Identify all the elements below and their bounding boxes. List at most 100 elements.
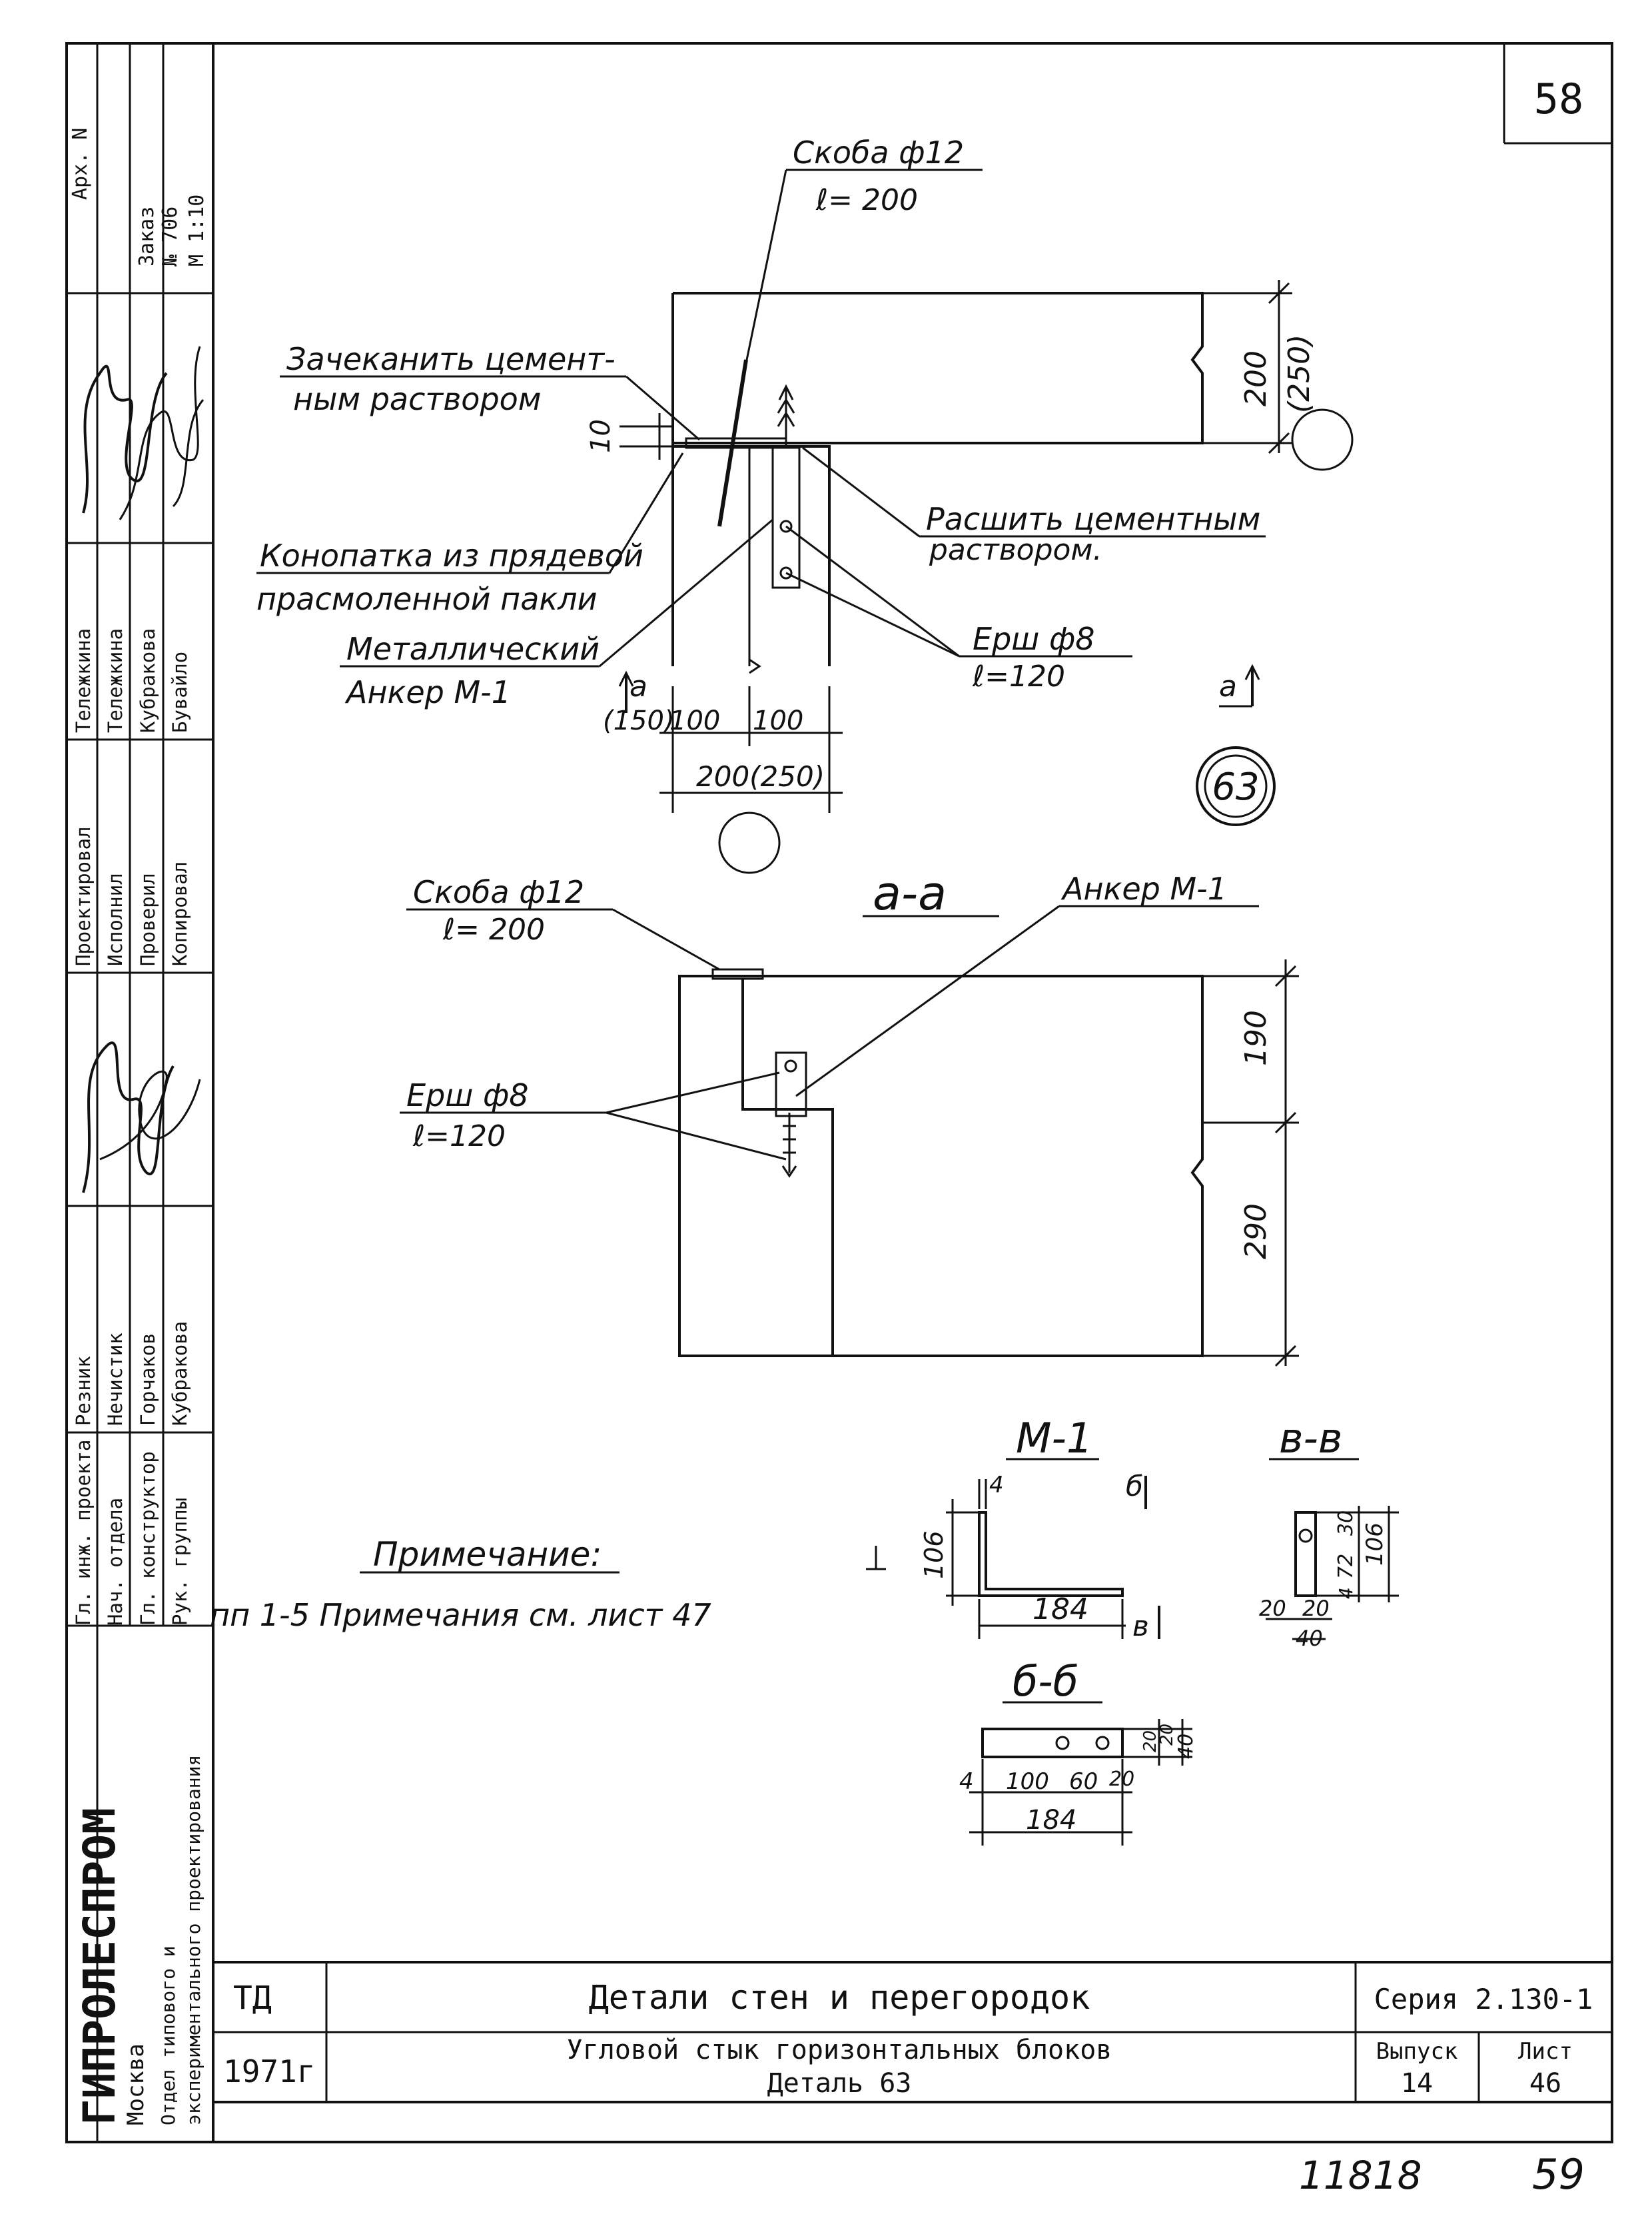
section-vv-drawing: в-в 30 72 4 106 20 20 40 <box>1259 1414 1399 1651</box>
dim-total: 200(250) <box>696 760 825 793</box>
anchor-m1-drawing: М-1 106 4 184 б в <box>866 1414 1160 1642</box>
section-bb-bottom-4: 20 <box>1109 1768 1134 1791</box>
anchor-section-v-mark: в <box>1132 1610 1149 1642</box>
page-number-bottom: 59 <box>1532 2150 1585 2199</box>
role-executed: Исполнил <box>104 873 127 966</box>
joint-label-line1: Расшить цементным <box>926 501 1260 537</box>
ruff-label: Ерш ф8 <box>973 621 1095 657</box>
order-number: № 706 <box>159 207 182 267</box>
section-bb-right-1: 20 <box>1140 1730 1160 1752</box>
detail-callout-number: 63 <box>1212 766 1259 809</box>
title-block-year: 1971г <box>223 2053 315 2089</box>
section-vv-dim-2: 72 <box>1334 1554 1358 1579</box>
title-block-issue-label: Выпуск <box>1376 2038 1458 2065</box>
tow-label-line2: прасмоленной пакли <box>256 581 597 617</box>
signatures-lower <box>82 1041 201 1193</box>
title-block-code: ТД <box>233 1979 272 2017</box>
height-dimension: 200 <box>1239 350 1273 406</box>
title-block-issue-value: 14 <box>1401 2068 1433 2099</box>
anchor-m1-length: 184 <box>1032 1592 1088 1626</box>
caulk-label-line1: Зачеканить цемент- <box>286 341 616 377</box>
name-chief-engineer: Резник <box>72 1356 95 1426</box>
detail-callout-circle <box>1196 746 1276 826</box>
organisation-block: ГИПРОЛЕСПРОМ Москва Отдел типового и экс… <box>74 1755 205 2125</box>
section-vv-dim-3: 4 <box>1335 1587 1357 1599</box>
title-block-series: Серия 2.130-1 <box>1374 1983 1593 2015</box>
section-vv-bottom-total: 40 <box>1296 1626 1323 1651</box>
section-aa-drawing: а-а 190 290 <box>678 866 1299 1367</box>
role-copied: Копировал <box>169 861 191 966</box>
name-copied: Бувайло <box>169 652 191 733</box>
names-lower: Резник Нечистик Горчаков Кубракова <box>72 1321 191 1426</box>
top-view-labels: Скоба ф12 ℓ= 200 Зачеканить цемент- ным … <box>256 135 1260 710</box>
tow-label-line1: Конопатка из прядевой <box>260 538 643 574</box>
role-group-head: Рук. группы <box>169 1498 191 1626</box>
section-vv-dim-4: 106 <box>1362 1522 1388 1566</box>
section-aa-title: а-а <box>873 866 947 921</box>
name-checked: Кубракова <box>137 628 159 733</box>
archive-number: 11818 <box>1299 2153 1422 2198</box>
name-head-dept: Нечистик <box>104 1333 127 1426</box>
name-group-head: Кубракова <box>169 1321 191 1426</box>
archive-number-label: Арх. N <box>69 128 92 200</box>
section-vv-bottom-2: 20 <box>1302 1596 1330 1621</box>
org-dept-line2: экспериментального проектирования <box>183 1755 205 2125</box>
order-label: Заказ <box>135 207 159 267</box>
caulk-label-line2: ным раствором <box>293 381 542 417</box>
org-city: Москва <box>123 2043 149 2125</box>
section-bb-bottom-1: 4 <box>959 1768 974 1795</box>
dim-segment-2: 100 <box>753 706 803 736</box>
top-view-leaders <box>256 169 1266 668</box>
section-dim-upper: 190 <box>1239 1010 1273 1066</box>
names-upper: Тележкина Тележкина Кубракова Бувайло <box>72 628 191 733</box>
height-dimension-alt: (250) <box>1282 334 1316 413</box>
section-ruff-length: ℓ=120 <box>412 1119 506 1153</box>
org-name: ГИПРОЛЕСПРОМ <box>74 1808 125 2125</box>
section-bb-total: 184 <box>1026 1805 1076 1836</box>
title-block: ТД 1971г Детали стен и перегородок Углов… <box>212 1961 1613 2103</box>
title-block-subtitle-1: Угловой стык горизонтальных блоков <box>567 2035 1112 2065</box>
section-bb-right-total: 40 <box>1174 1734 1198 1759</box>
roles-lower: Гл. инж. проекта Нач. отдела Гл. констру… <box>72 1440 191 1626</box>
anchor-label-line2: Анкер М-1 <box>344 674 511 710</box>
anchor-m1-title: М-1 <box>1016 1414 1092 1462</box>
page-number-top: 58 <box>1534 75 1584 123</box>
top-bracket-label: Скоба ф12 <box>793 135 964 171</box>
section-aa-leaders <box>400 905 1259 1161</box>
anchor-m1-thickness: 4 <box>989 1472 1004 1498</box>
section-ruff-label: Ерш ф8 <box>406 1077 529 1113</box>
anchor-section-b-mark: б <box>1126 1470 1143 1502</box>
name-chief-designer: Горчаков <box>137 1333 159 1426</box>
name-designed: Тележкина <box>72 628 95 733</box>
section-bb-right-2: 20 <box>1157 1724 1177 1746</box>
note-block: Примечание: пп 1-5 Примечания см. лист 4… <box>210 1535 711 1633</box>
role-chief-designer: Гл. конструктор <box>137 1451 159 1626</box>
section-bb-title: б-б <box>1013 1657 1078 1706</box>
title-block-subtitle-2: Деталь 63 <box>767 2068 912 2099</box>
title-block-title: Детали стен и перегородок <box>589 1978 1090 2017</box>
ruff-length: ℓ=120 <box>972 660 1065 694</box>
name-executed: Тележкина <box>104 628 127 733</box>
top-bracket-length: ℓ= 200 <box>815 183 918 217</box>
section-anchor-label: Анкер М-1 <box>1060 871 1227 907</box>
top-view-drawing <box>620 292 1204 674</box>
org-dept-line1: Отдел типового и <box>157 1945 179 2125</box>
roles-upper: Проектировал Исполнил Проверил Копировал <box>72 826 191 966</box>
note-title: Примечание: <box>373 1535 602 1574</box>
section-vv-bottom-1: 20 <box>1259 1596 1286 1621</box>
section-bracket-length: ℓ= 200 <box>442 913 545 947</box>
section-vv-dim-1: 30 <box>1334 1510 1358 1536</box>
section-mark-left: а <box>629 670 647 704</box>
dim-offset: (150) <box>603 706 675 736</box>
section-dim-lower: 290 <box>1239 1203 1273 1259</box>
signatures-upper <box>82 346 205 520</box>
archive-column: Арх. N Заказ № 706 М 1:10 <box>69 128 208 267</box>
section-vv-title: в-в <box>1279 1414 1342 1462</box>
section-aa-labels: Скоба ф12 ℓ= 200 Анкер М-1 Ерш ф8 ℓ=120 <box>406 871 1227 1153</box>
side-stamp <box>65 42 214 2143</box>
title-block-sheet-value: 46 <box>1529 2068 1561 2099</box>
joint-label-line2: раствором. <box>929 533 1102 567</box>
dim-segment-1: 100 <box>669 706 720 736</box>
gap-dimension: 10 <box>586 419 616 453</box>
anchor-m1-height: 106 <box>919 1530 949 1579</box>
